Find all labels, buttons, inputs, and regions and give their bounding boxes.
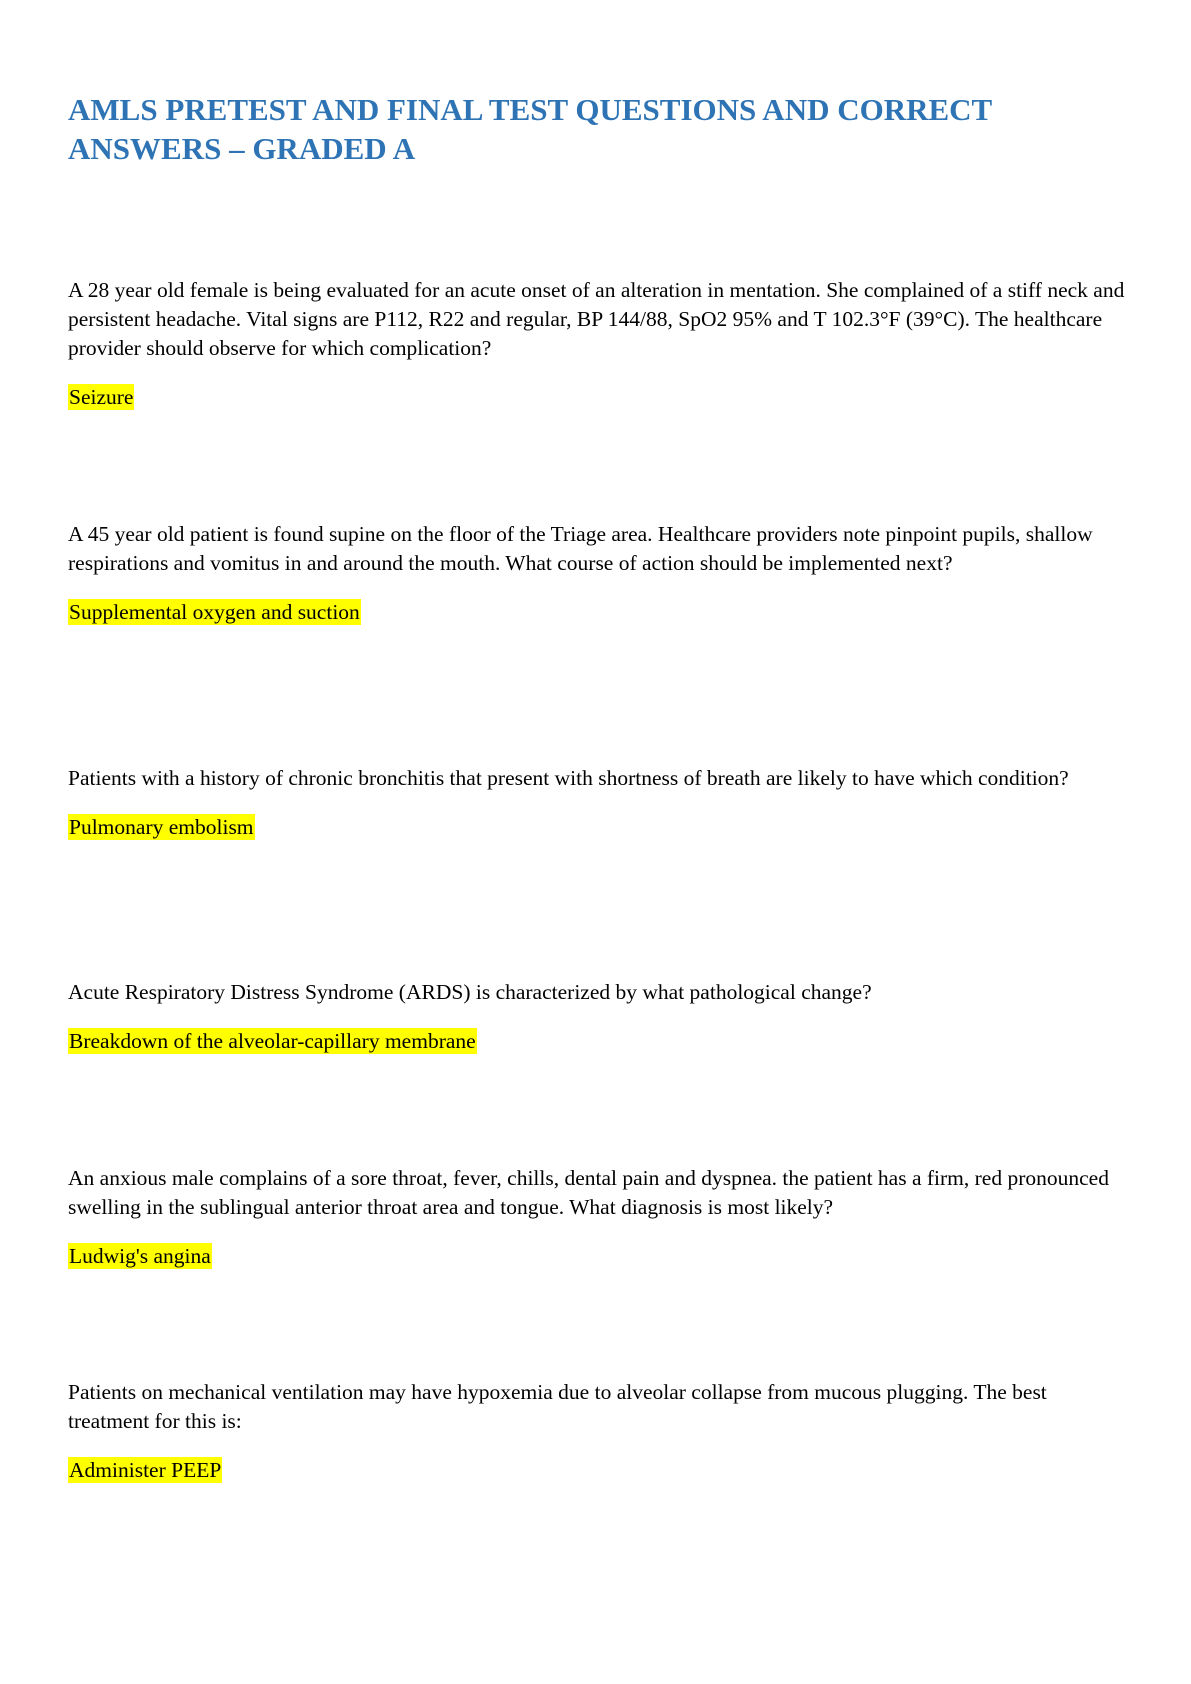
qa-item-3: Patients with a history of chronic bronc…	[68, 764, 1128, 842]
qa-item-4: Acute Respiratory Distress Syndrome (ARD…	[68, 978, 1128, 1056]
qa-item-5: An anxious male complains of a sore thro…	[68, 1164, 1128, 1271]
question-text: A 28 year old female is being evaluated …	[68, 278, 1125, 360]
answer-line: Ludwig's angina	[68, 1242, 1128, 1271]
question-text: Acute Respiratory Distress Syndrome (ARD…	[68, 980, 872, 1004]
answer-line: Seizure	[68, 383, 1128, 412]
highlighted-answer: Breakdown of the alveolar-capillary memb…	[68, 1028, 477, 1054]
answer-line: Supplemental oxygen and suction	[68, 598, 1128, 627]
qa-item-1: A 28 year old female is being evaluated …	[68, 276, 1128, 412]
qa-item-2: A 45 year old patient is found supine on…	[68, 520, 1128, 627]
document-title: AMLS PRETEST AND FINAL TEST QUESTIONS AN…	[68, 92, 992, 166]
question-text: A 45 year old patient is found supine on…	[68, 522, 1093, 575]
question-text: An anxious male complains of a sore thro…	[68, 1166, 1109, 1219]
highlighted-answer: Pulmonary embolism	[68, 814, 255, 840]
answer-line: Breakdown of the alveolar-capillary memb…	[68, 1027, 1128, 1056]
highlighted-answer: Administer PEEP	[68, 1457, 223, 1483]
answer-line: Administer PEEP	[68, 1456, 1128, 1485]
question-text: Patients on mechanical ventilation may h…	[68, 1380, 1047, 1433]
question-text: Patients with a history of chronic bronc…	[68, 766, 1069, 790]
highlighted-answer: Supplemental oxygen and suction	[68, 599, 361, 625]
answer-line: Pulmonary embolism	[68, 813, 1128, 842]
highlighted-answer: Ludwig's angina	[68, 1243, 212, 1269]
highlighted-answer: Seizure	[68, 384, 135, 410]
qa-item-6: Patients on mechanical ventilation may h…	[68, 1378, 1128, 1485]
